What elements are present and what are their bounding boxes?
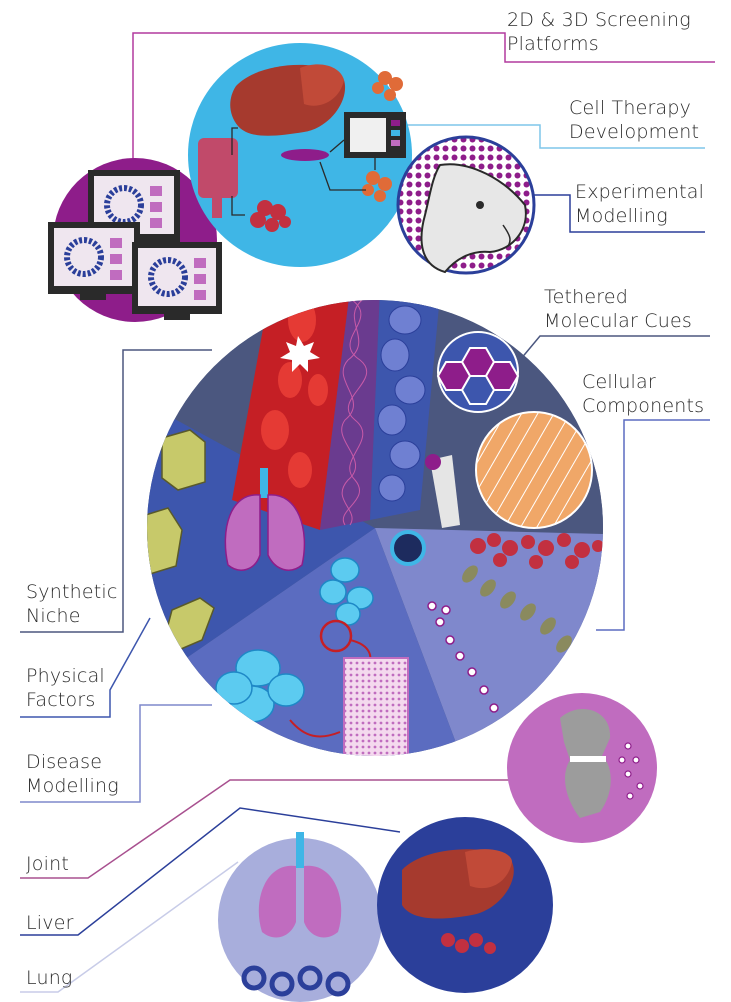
- cellular-line-1: Cellular: [582, 370, 704, 394]
- lung-organ-illustration: [218, 832, 382, 1002]
- synthetic-line-1: Synthetic: [26, 580, 118, 604]
- tethered-line-2: Molecular Cues: [544, 309, 692, 333]
- scaffold-block-icon: [132, 508, 182, 574]
- physical-line-1: Physical: [26, 664, 105, 688]
- screening-line-1: 2D & 3D Screening: [507, 8, 691, 32]
- cellular-connector: [596, 420, 710, 630]
- label-physical-factors: Physical Factors: [26, 664, 105, 712]
- monitor-icon: [132, 242, 222, 320]
- petri-dish-icon: [281, 149, 329, 161]
- label-experimental-modelling: Experimental Modelling: [575, 180, 704, 228]
- label-disease-modelling: Disease Modelling: [26, 750, 119, 798]
- cell-therapy-illustration: [188, 43, 412, 267]
- screening-line-2: Platforms: [507, 32, 691, 56]
- cell-therapy-line-2: Development: [569, 120, 699, 144]
- experimental-line-2: Modelling: [575, 204, 704, 228]
- label-cellular-components: Cellular Components: [582, 370, 704, 418]
- liver-organ-illustration: [377, 817, 553, 993]
- well-plate-icon: [344, 658, 408, 760]
- liver-text: Liver: [26, 911, 74, 935]
- label-screening-platforms: 2D & 3D Screening Platforms: [507, 8, 691, 56]
- cell-therapy-line-1: Cell Therapy: [569, 96, 699, 120]
- fibers-inset: [476, 412, 592, 528]
- disease-line-2: Modelling: [26, 774, 119, 798]
- physical-line-2: Factors: [26, 688, 105, 712]
- label-liver: Liver: [26, 911, 74, 935]
- label-tethered-molecular-cues: Tethered Molecular Cues: [544, 285, 692, 333]
- cellular-line-2: Components: [582, 394, 704, 418]
- hexagon-inset: [438, 332, 518, 412]
- label-cell-therapy: Cell Therapy Development: [569, 96, 699, 144]
- synthetic-line-2: Niche: [26, 604, 118, 628]
- label-lung: Lung: [26, 966, 73, 990]
- lung-text: Lung: [26, 966, 73, 990]
- label-joint: Joint: [26, 852, 69, 876]
- experimental-line-1: Experimental: [575, 180, 704, 204]
- joint-organ-illustration: [507, 693, 657, 843]
- experimental-modelling-illustration: [398, 137, 534, 273]
- tethered-connector: [520, 336, 710, 360]
- tethered-line-1: Tethered: [544, 285, 692, 309]
- joint-text: Joint: [26, 852, 69, 876]
- label-synthetic-niche: Synthetic Niche: [26, 580, 118, 628]
- monitor-icon: [48, 222, 140, 300]
- disease-line-1: Disease: [26, 750, 119, 774]
- scaffold-block-icon: [162, 430, 205, 490]
